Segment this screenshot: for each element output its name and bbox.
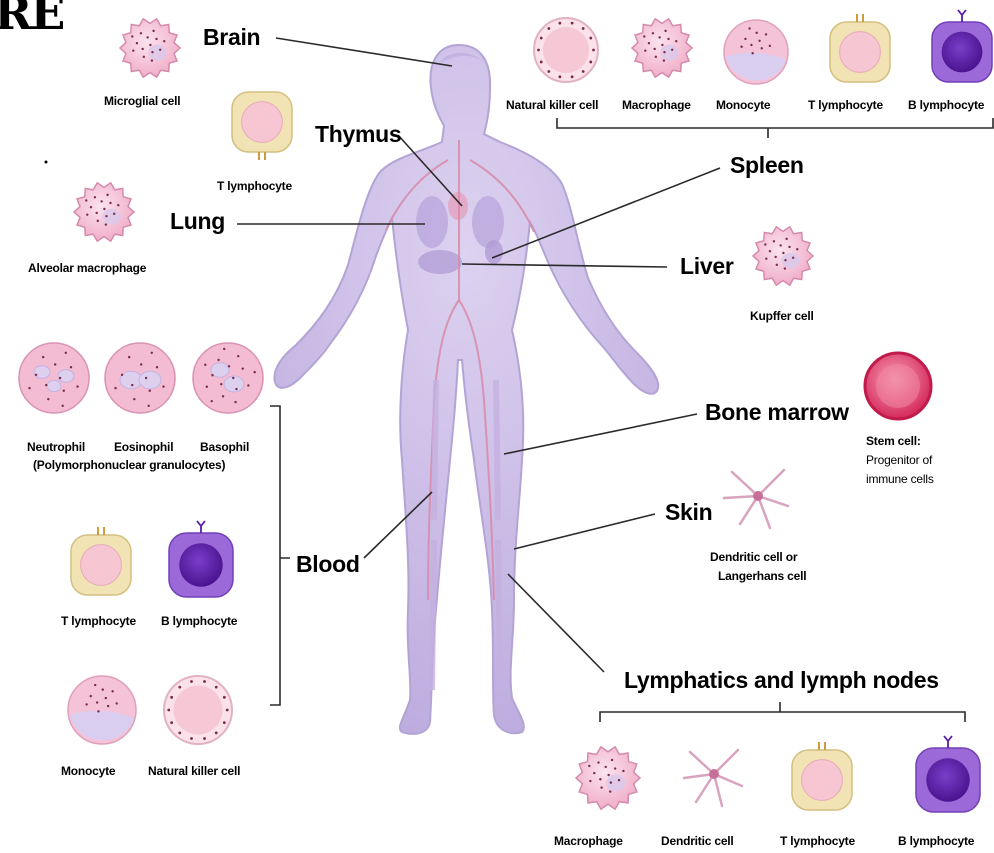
thymus-t-lymphocyte-icon — [232, 92, 292, 160]
organ-label-lymphatics: Lymphatics and lymph nodes — [624, 667, 939, 694]
organ-label-blood: Blood — [296, 551, 360, 578]
spleen-nk-cell-icon — [534, 18, 598, 82]
spleen-bracket — [557, 118, 993, 138]
lymph-b-lymphocyte-icon — [916, 736, 980, 812]
dendritic-cell-icon — [724, 470, 788, 528]
organ-label-brain: Brain — [203, 24, 260, 51]
kupffer-cell-icon — [753, 227, 813, 285]
blood-monocyte-icon — [68, 676, 136, 744]
body-silhouette — [274, 45, 658, 734]
cell-label-blood-b: B lymphocyte — [161, 614, 237, 628]
neutrophil-icon — [19, 343, 89, 413]
lymph-bracket — [600, 702, 965, 722]
cell-label-spleen-monocyte: Monocyte — [716, 98, 770, 112]
stray-dot — [45, 161, 48, 164]
brain-line — [276, 38, 452, 66]
cell-label-lymph-b: B lymphocyte — [898, 834, 974, 848]
lymph-t-lymphocyte-icon — [792, 742, 852, 810]
cell-label-basophil: Basophil — [200, 440, 249, 454]
cell-label-eosinophil: Eosinophil — [114, 440, 173, 454]
cell-label-granulocytes: (Polymorphonuclear granulocytes) — [33, 458, 225, 472]
human-body-figure — [274, 45, 658, 734]
cell-label-lymph-t: T lymphocyte — [780, 834, 855, 848]
cell-label-progenitor-1: Progenitor of — [866, 453, 932, 467]
spleen-monocyte-icon — [724, 20, 788, 84]
spleen-organ — [485, 240, 503, 264]
lymphatics-line — [508, 574, 604, 672]
cell-label-microglial: Microglial cell — [104, 94, 180, 108]
cell-label-spleen-b: B lymphocyte — [908, 98, 984, 112]
blood-b-lymphocyte-icon — [169, 521, 233, 597]
cell-label-kupffer: Kupffer cell — [750, 309, 814, 323]
eosinophil-icon — [105, 343, 175, 413]
organ-label-thymus: Thymus — [315, 121, 401, 148]
liver-organ — [418, 250, 462, 274]
spleen-b-lymphocyte-icon — [932, 10, 992, 82]
blood-nk-cell-icon — [164, 676, 232, 744]
cell-label-stem-cell: Stem cell: — [866, 434, 921, 448]
lung-right — [472, 196, 504, 248]
organ-label-bone-marrow: Bone marrow — [705, 399, 849, 426]
cell-label-spleen-macrophage: Macrophage — [622, 98, 691, 112]
cell-label-blood-monocyte: Monocyte — [61, 764, 115, 778]
cell-label-thymus-t: T lymphocyte — [217, 179, 292, 193]
lymph-dendritic-icon — [684, 750, 742, 806]
cell-label-lymph-macrophage: Macrophage — [554, 834, 623, 848]
microglial-cell-icon — [120, 19, 180, 77]
cell-label-dendritic-1: Dendritic cell or — [710, 550, 797, 564]
alveolar-macrophage-icon — [74, 183, 134, 241]
organ-label-lung: Lung — [170, 208, 225, 235]
skin-line — [514, 514, 655, 549]
organ-label-skin: Skin — [665, 499, 712, 526]
corner-title-fragment: RE — [0, 0, 63, 40]
basophil-icon — [193, 343, 263, 413]
cell-label-neutrophil: Neutrophil — [27, 440, 85, 454]
cell-label-alveolar: Alveolar macrophage — [28, 261, 146, 275]
bone-marrow-line — [504, 414, 697, 454]
organ-label-spleen: Spleen — [730, 152, 804, 179]
cell-label-progenitor-2: immune cells — [866, 472, 934, 486]
spleen-macrophage-icon — [632, 19, 692, 77]
cell-label-lymph-dendritic: Dendritic cell — [661, 834, 734, 848]
cell-label-dendritic-2: Langerhans cell — [718, 569, 806, 583]
stem-cell-icon — [865, 353, 931, 419]
spleen-t-lymphocyte-icon — [830, 14, 890, 82]
blood-t-lymphocyte-icon — [71, 527, 131, 595]
cell-label-blood-t: T lymphocyte — [61, 614, 136, 628]
blood-bracket — [270, 406, 290, 705]
cell-label-spleen-t: T lymphocyte — [808, 98, 883, 112]
lung-left — [416, 196, 448, 248]
cell-label-blood-nk: Natural killer cell — [148, 764, 240, 778]
lymph-macrophage-icon — [576, 747, 640, 809]
cell-label-spleen-nk: Natural killer cell — [506, 98, 598, 112]
organ-label-liver: Liver — [680, 253, 733, 280]
